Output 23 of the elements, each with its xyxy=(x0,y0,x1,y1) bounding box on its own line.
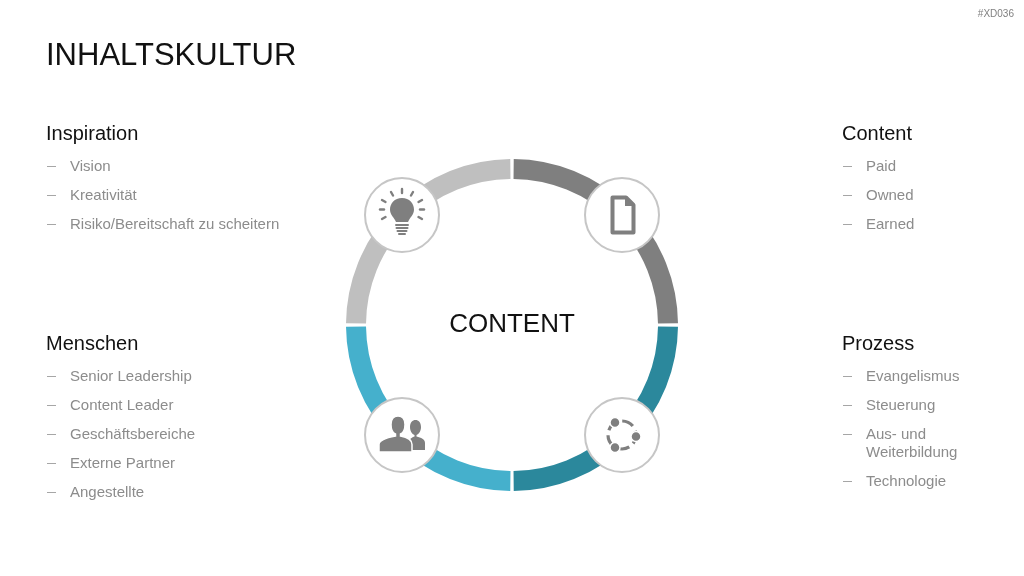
section-heading: Content xyxy=(842,121,913,145)
bullet-item: Senior Leadership xyxy=(70,367,192,385)
bullet-item: Evangelismus xyxy=(866,367,961,385)
bullet-item: Geschäftsbereiche xyxy=(70,425,196,443)
bullet-item: Content Leader xyxy=(70,396,174,414)
bullet-item: Earned xyxy=(866,215,916,233)
bullet-item: Kreativität xyxy=(70,186,137,204)
bullet-item: Externe Partner xyxy=(70,454,176,472)
slide-title: INHALTSKULTUR xyxy=(46,36,297,74)
center-label: CONTENT xyxy=(448,308,576,338)
bullet-item: Risiko/Bereitschaft zu scheitern xyxy=(70,215,280,233)
bullet-item: Aus- und Weiterbildung xyxy=(866,425,959,461)
bullet-item: Steuerung xyxy=(866,396,937,414)
bullet-item: Paid xyxy=(866,157,898,175)
section-heading: Menschen xyxy=(46,331,139,355)
slide-id-label: #XD036 xyxy=(977,8,1014,20)
bullet-item: Technologie xyxy=(866,472,948,490)
bullet-item: Owned xyxy=(866,186,915,204)
section-heading: Prozess xyxy=(842,331,915,355)
section-heading: Inspiration xyxy=(46,121,139,145)
bullet-item: Angestellte xyxy=(70,483,145,501)
segmented-ring xyxy=(346,159,678,491)
bullet-item: Vision xyxy=(70,157,111,175)
